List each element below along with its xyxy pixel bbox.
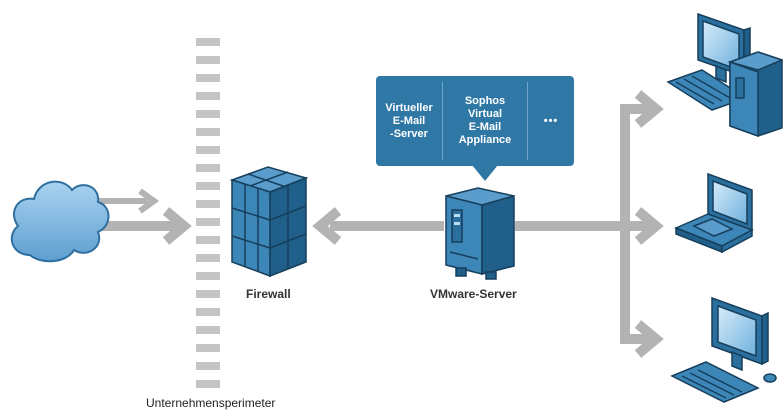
bubble-tail (472, 165, 498, 181)
perimeter-label: Unternehmensperimeter (146, 396, 276, 410)
monitor-keyboard-icon (670, 296, 777, 403)
server-tower-icon (445, 187, 515, 280)
firewall-label: Firewall (246, 287, 291, 301)
cloud-icon (10, 180, 110, 263)
vmware-server-label: VMware-Server (430, 287, 517, 301)
bubble-item-more: ••• (543, 114, 559, 127)
bubble-item-virtual-mail-server: Virtueller E-Mail -Server (385, 101, 433, 140)
arrows (92, 90, 664, 358)
perimeter-line (196, 38, 220, 388)
appliance-bubble: Virtueller E-Mail -Server Sophos Virtual… (376, 76, 574, 181)
bubble-separator (442, 82, 443, 160)
bubble-separator (527, 82, 528, 160)
firewall-icon (229, 166, 309, 278)
bubble-item-sophos-appliance: Sophos Virtual E-Mail Appliance (458, 95, 512, 146)
desktop-computer-icon (666, 12, 783, 138)
laptop-icon (674, 172, 754, 254)
